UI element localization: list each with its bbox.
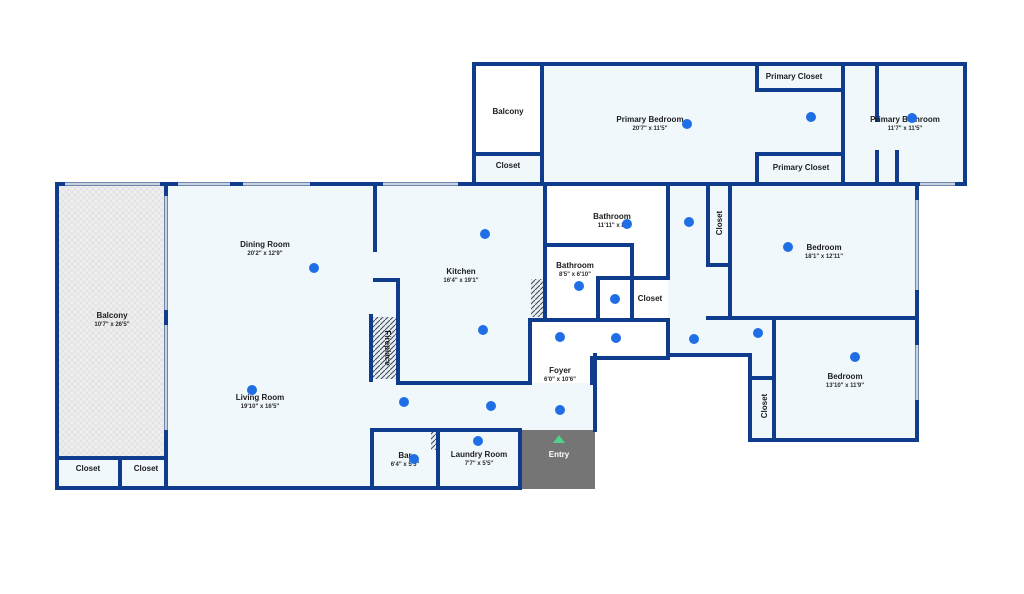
bathroom2-dims: 8'5" x 6'10" (559, 272, 591, 278)
windows (65, 182, 955, 430)
kitchen-hatch (531, 279, 543, 317)
pin-icon[interactable] (850, 352, 860, 362)
kitchen-label: Kitchen (446, 267, 475, 276)
bedroom2-floor (776, 318, 917, 440)
pin-icon[interactable] (907, 113, 917, 123)
closet-upper-label: Closet (496, 161, 521, 170)
balcony-left-label: Balcony (96, 311, 128, 320)
primary-bathroom-dims: 11'7" x 11'5" (888, 126, 923, 132)
pin-icon[interactable] (247, 385, 257, 395)
pin-icon[interactable] (783, 242, 793, 252)
laundry-dims: 7'7" x 5'5" (465, 461, 494, 467)
bedroom1-dims: 18'1" x 12'11" (805, 254, 843, 260)
entry-label: Entry (549, 450, 570, 459)
pin-icon[interactable] (480, 229, 490, 239)
balcony-left-dims: 10'7" x 26'5" (94, 322, 129, 328)
pin-icon[interactable] (622, 219, 632, 229)
upper-floor (474, 64, 965, 184)
primary-bathroom-label: Primary Bathroom (870, 115, 940, 124)
primary-bedroom-dims: 20'7" x 11'5" (633, 126, 668, 132)
primary-closet-bottom-label: Primary Closet (773, 163, 830, 172)
living-room-label: Living Room (236, 393, 284, 402)
fireplace-floor (372, 317, 398, 379)
pin-icon[interactable] (806, 112, 816, 122)
camera-pins[interactable] (247, 112, 917, 464)
closet-vertical-1-label: Closet (715, 210, 724, 235)
pin-icon[interactable] (309, 263, 319, 273)
primary-bedroom-label: Primary Bedroom (616, 115, 683, 124)
bathroom2-label: Bathroom (556, 261, 594, 270)
bar-dims: 6'4" x 5'5" (391, 462, 420, 468)
pin-icon[interactable] (555, 332, 565, 342)
pin-icon[interactable] (555, 405, 565, 415)
living-room-dims: 19'10" x 16'5" (241, 404, 280, 410)
bedroom2-dims: 13'10" x 11'9" (826, 383, 864, 389)
laundry-label: Laundry Room (451, 450, 507, 459)
balcony-left-floor (57, 184, 164, 458)
bathroom1-label: Bathroom (593, 212, 631, 221)
dining-room-label: Dining Room (240, 240, 290, 249)
bedroom1-label: Bedroom (806, 243, 841, 252)
bathroom1-dims: 11'11" x 8' (598, 223, 627, 229)
pin-icon[interactable] (486, 401, 496, 411)
closet-bl1-floor (57, 458, 120, 488)
pin-icon[interactable] (611, 333, 621, 343)
bar-label: Bar (398, 451, 411, 460)
pin-icon[interactable] (684, 217, 694, 227)
pin-icon[interactable] (753, 328, 763, 338)
closet-bl1-label: Closet (76, 464, 101, 473)
pin-icon[interactable] (574, 281, 584, 291)
entry-arrow-icon[interactable] (553, 435, 565, 443)
balcony-upper-floor (474, 64, 542, 154)
bar-hatch (431, 430, 439, 450)
closet-bath-label: Closet (638, 294, 663, 303)
closet-bl2-floor (120, 458, 166, 488)
labels: Balcony Closet Primary Bedroom 20'7" x 1… (76, 72, 940, 473)
dining-room-dims: 20'2" x 12'9" (247, 251, 282, 257)
foyer-label: Foyer (549, 366, 571, 375)
bedroom2-label: Bedroom (827, 372, 862, 381)
pin-icon[interactable] (399, 397, 409, 407)
foyer-dims: 6'0" x 10'6" (544, 377, 576, 383)
fireplace-label: Fireplace (383, 330, 392, 366)
pin-icon[interactable] (689, 334, 699, 344)
pin-icon[interactable] (409, 454, 419, 464)
pin-icon[interactable] (610, 294, 620, 304)
primary-closet-top-label: Primary Closet (766, 72, 823, 81)
closet-vertical-2-label: Closet (760, 393, 769, 418)
pin-icon[interactable] (478, 325, 488, 335)
pin-icon[interactable] (682, 119, 692, 129)
kitchen-dims: 16'4" x 19'1" (443, 278, 478, 284)
pin-icon[interactable] (473, 436, 483, 446)
closet-bl2-label: Closet (134, 464, 159, 473)
floors (57, 64, 965, 489)
balcony-upper-label: Balcony (492, 107, 524, 116)
